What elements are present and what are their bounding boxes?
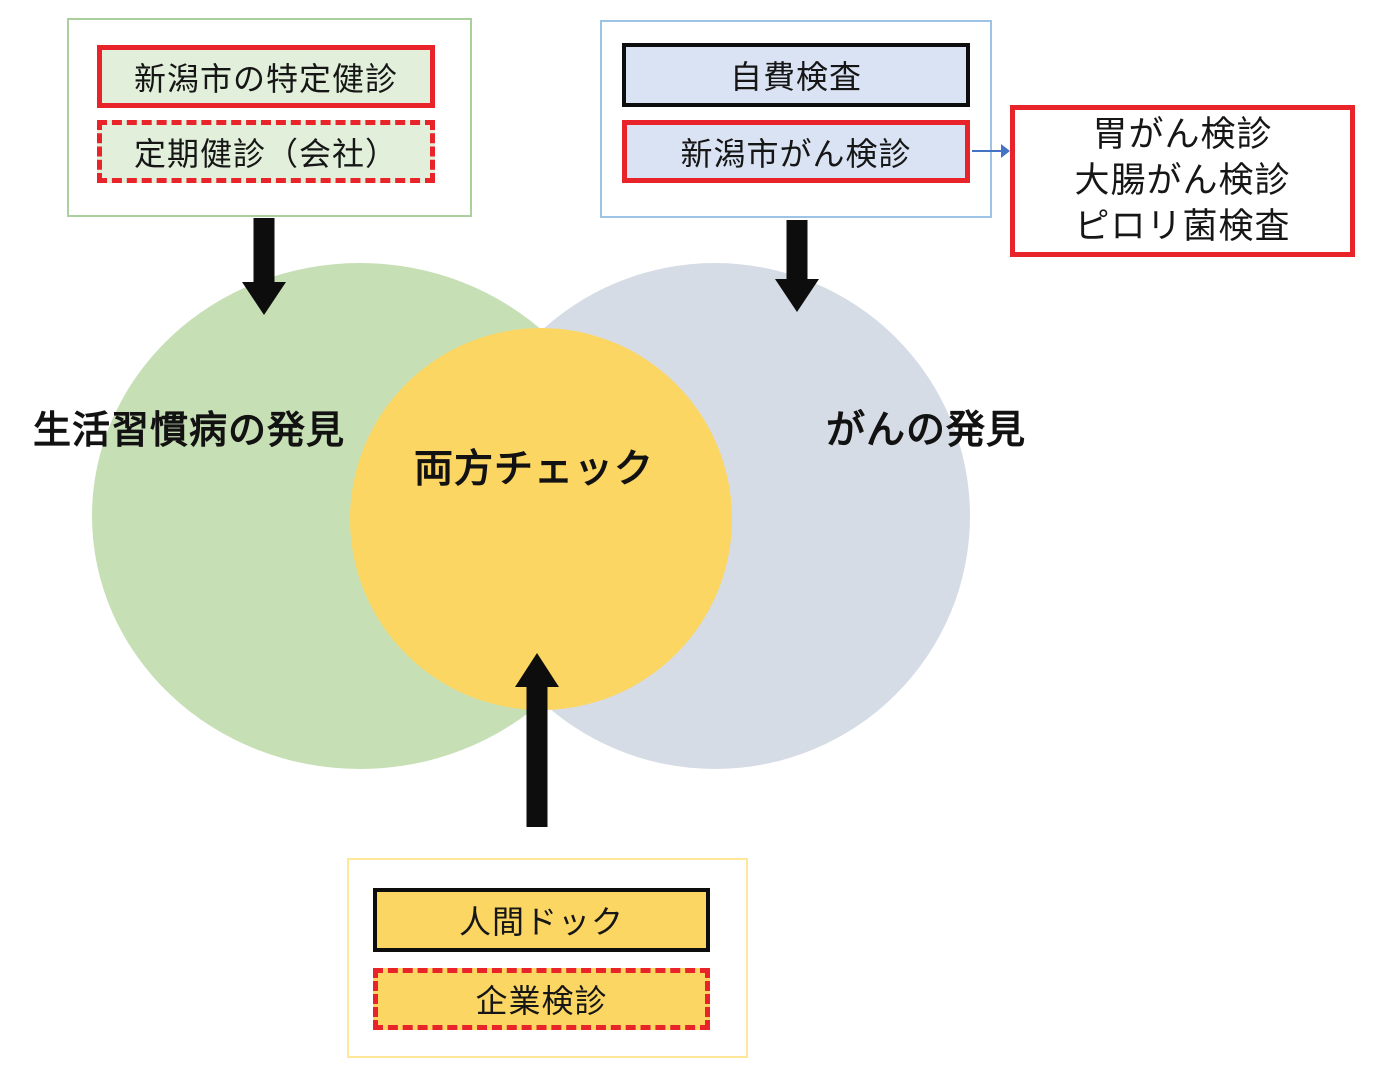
detail-line-colon: 大腸がん検診 xyxy=(1074,161,1291,200)
arrow-head xyxy=(775,279,819,312)
arrow-head xyxy=(515,653,559,687)
chip-niigata-gan-kenshin: 新潟市がん検診 xyxy=(622,120,970,183)
connector-arrowhead xyxy=(1001,144,1010,158)
right-checkup-panel: 自費検査 新潟市がん検診 xyxy=(600,20,992,218)
lifestyle-disease-label: 生活習慣病の発見 xyxy=(33,410,346,452)
detail-line-pylori: ピロリ菌検査 xyxy=(1074,207,1291,246)
chip-kigyou-kenshin: 企業検診 xyxy=(373,968,710,1030)
chip-niigata-tokutei-kenshin: 新潟市の特定健診 xyxy=(97,45,435,108)
arrow-shaft xyxy=(253,218,275,283)
cancer-screening-detail-box: 胃がん検診 大腸がん検診 ピロリ菌検査 xyxy=(1010,105,1355,257)
arrow-shaft xyxy=(526,686,548,827)
connector-arrow-icon xyxy=(972,144,1010,158)
cancer-detection-label: がんの発見 xyxy=(826,409,1027,452)
detail-line-stomach: 胃がん検診 xyxy=(1092,115,1273,154)
chip-ningen-dock: 人間ドック xyxy=(373,888,710,952)
arrow-down-left xyxy=(242,218,286,315)
chip-teiki-kenshin-kaisha: 定期健診（会社） xyxy=(97,120,435,183)
both-check-circle xyxy=(350,328,732,710)
both-check-label: 両方チェック xyxy=(414,448,655,491)
arrow-head xyxy=(242,282,286,315)
connector-stem xyxy=(972,150,1001,152)
arrow-shaft xyxy=(786,220,808,280)
arrow-up-center xyxy=(515,653,559,827)
chip-jihi-kensa: 自費検査 xyxy=(622,43,970,107)
arrow-down-right xyxy=(775,220,819,312)
left-checkup-panel: 新潟市の特定健診 定期健診（会社） xyxy=(67,18,472,217)
bottom-checkup-panel: 人間ドック 企業検診 xyxy=(347,858,748,1058)
